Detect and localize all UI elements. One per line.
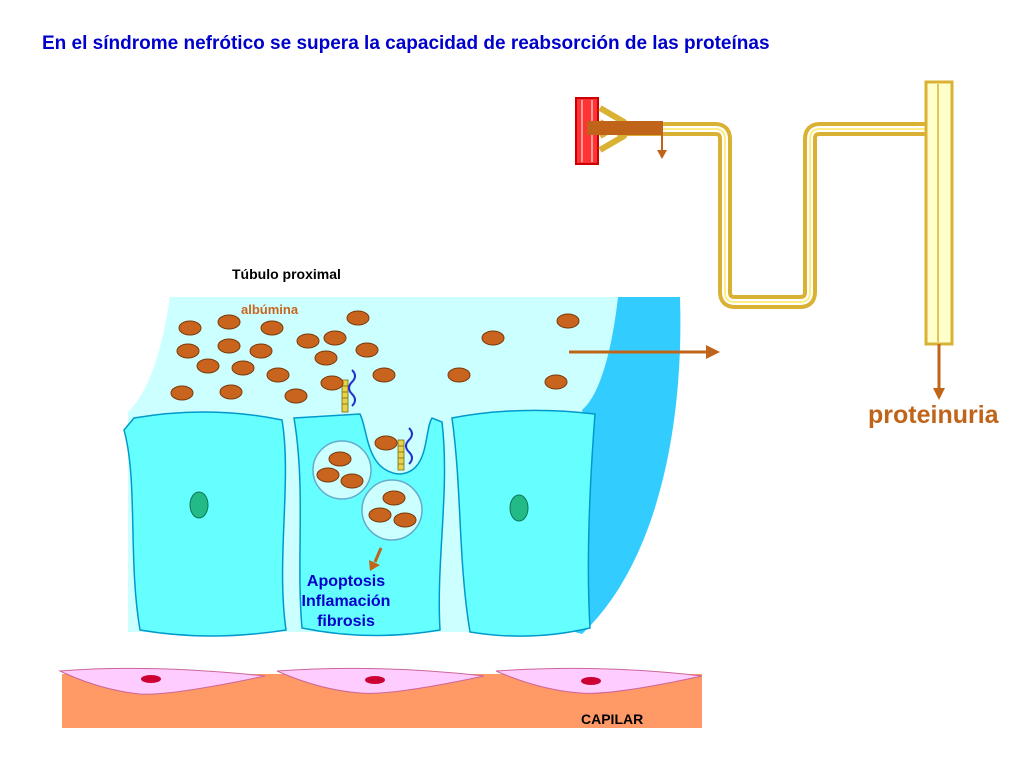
megalin-receptor	[397, 427, 413, 471]
albumin-particles	[170, 310, 580, 528]
albumin-particle	[260, 320, 284, 336]
albumin-particle	[170, 385, 194, 401]
endothelial-nucleus	[141, 675, 161, 683]
endothelial-nucleus	[365, 676, 385, 684]
effect-arrow-head	[369, 560, 380, 571]
albumin-particle	[176, 343, 200, 359]
endothelial-nucleus	[581, 677, 601, 685]
albumina-label: albúmina	[241, 302, 299, 317]
effect-inflamacion: Inflamación	[301, 593, 391, 610]
albumin-particle	[374, 435, 398, 451]
endocytic-vesicle	[361, 479, 423, 541]
cell-effects-label: Apoptosis Inflamación fibrosis	[296, 572, 396, 632]
proteinuria-label: proteinuria	[868, 401, 999, 429]
effect-arrow-shaft	[373, 547, 383, 563]
megalin-receptor	[341, 369, 356, 413]
albumin-particle	[249, 343, 273, 359]
albumin-particle	[372, 367, 396, 383]
albumin-particle	[296, 333, 320, 349]
albumin-particle	[382, 490, 406, 506]
albumin-particle	[217, 314, 241, 330]
albumin-particle	[556, 313, 580, 329]
nephron-tubule	[620, 122, 938, 309]
albumin-particle	[266, 367, 290, 383]
slide-title: En el síndrome nefrótico se supera la ca…	[42, 33, 770, 54]
albumin-particle	[393, 512, 417, 528]
albumin-particle	[231, 360, 255, 376]
flow-arrow-head	[706, 345, 720, 359]
effect-apoptosis: Apoptosis	[306, 573, 386, 590]
albumin-particle	[316, 467, 340, 483]
effect-fibrosis: fibrosis	[317, 613, 375, 630]
albumin-particle	[447, 367, 471, 383]
albumin-particle	[346, 310, 370, 326]
albumin-particle	[178, 320, 202, 336]
albumin-particle	[355, 342, 379, 358]
tubulo-label: Túbulo proximal	[232, 266, 341, 282]
albumin-particle	[544, 374, 568, 390]
cell-nucleus	[189, 491, 209, 519]
albumin-particle	[328, 451, 352, 467]
albumin-particle	[323, 330, 347, 346]
capilar-label: CAPILAR	[581, 711, 644, 727]
albumin-particle	[314, 350, 338, 366]
albumin-particle	[217, 338, 241, 354]
tubular-cell-left	[123, 411, 287, 637]
albumin-particle	[481, 330, 505, 346]
tubule-wall	[575, 297, 681, 634]
albumin-particle	[340, 473, 364, 489]
albumin-particle	[219, 384, 243, 400]
albumin-particle	[196, 358, 220, 374]
endothelial-cell	[58, 667, 266, 695]
tubular-cell-right	[451, 409, 596, 637]
albumin-particle	[368, 507, 392, 523]
nephron-schematic	[575, 80, 954, 400]
albumin-particle	[284, 388, 308, 404]
albumin-particle	[320, 375, 344, 391]
collecting-duct	[924, 80, 954, 346]
cell-nucleus	[509, 494, 529, 522]
proteinuria-arrow-head	[933, 388, 945, 400]
filtration-arrow-body	[587, 121, 663, 135]
